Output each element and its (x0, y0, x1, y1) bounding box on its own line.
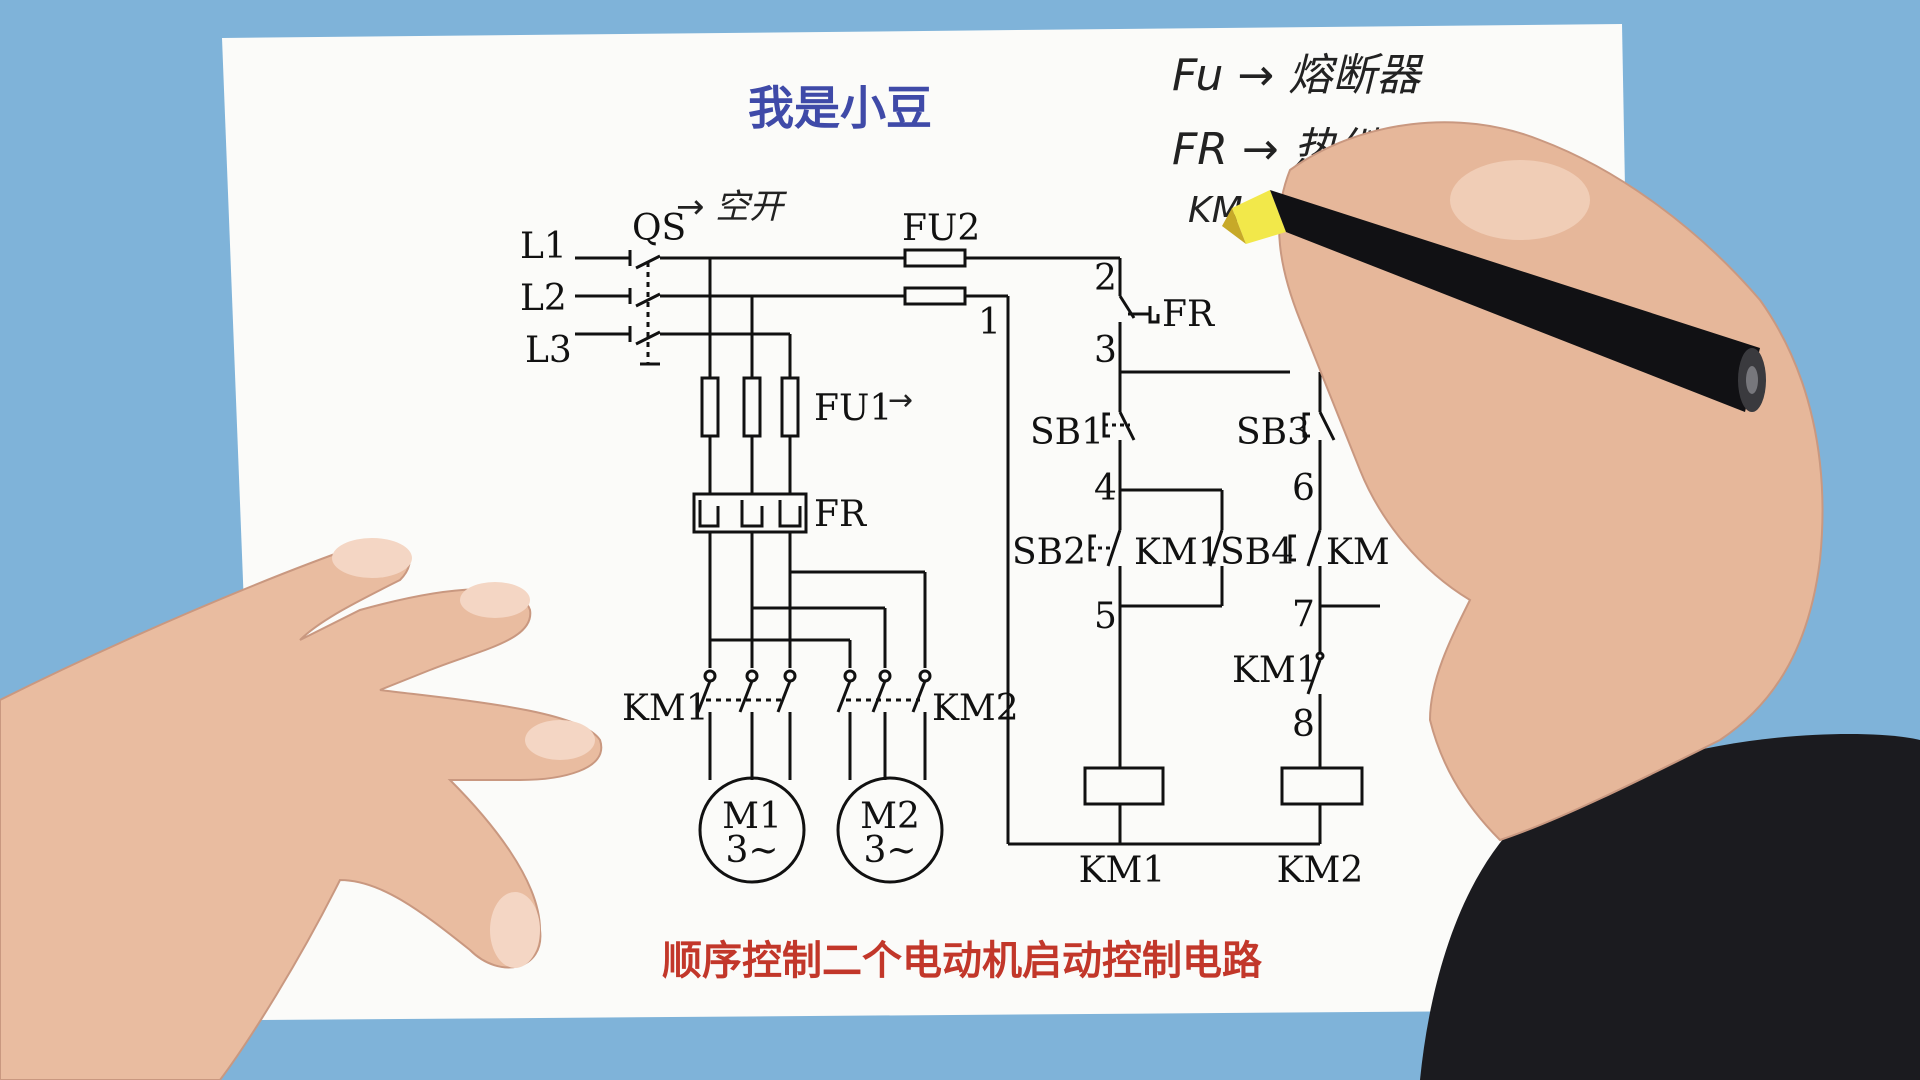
motor-m1 (698, 776, 806, 884)
node-1: 1 (978, 302, 1001, 343)
node-3: 3 (1094, 330, 1117, 371)
node-2: 2 (1094, 258, 1117, 299)
left-hand (0, 538, 603, 1080)
main-circuit (575, 248, 1095, 884)
label-l2: L2 (520, 278, 567, 319)
label-phase1: 3~ (725, 830, 778, 871)
label-l1: L1 (520, 226, 567, 267)
label-fu2: FU2 (902, 208, 980, 249)
circuit-labels: L1 L2 L3 QS FU2 FU1 FR KM1 KM2 M1 3~ M2 … (520, 208, 1390, 891)
label-phase2: 3~ (863, 830, 916, 871)
label-sb3: SB3 (1236, 412, 1310, 453)
note-fu1: → (888, 383, 913, 418)
node-4: 4 (1094, 468, 1117, 509)
label-km1-aux: KM1 (1134, 532, 1221, 573)
label-sb2: SB2 (1012, 532, 1086, 573)
label-l3: L3 (525, 330, 572, 371)
label-km2-main: KM2 (932, 688, 1019, 729)
pen (1222, 190, 1766, 412)
diagram-title: 我是小豆 (748, 81, 932, 135)
note-line1: Fu → 熔断器 (1172, 50, 1424, 101)
right-hand (1278, 121, 1920, 1080)
label-km2-aux: KM (1326, 532, 1390, 573)
node-8: 8 (1292, 704, 1315, 745)
node-7: 7 (1292, 594, 1315, 635)
label-sb1: SB1 (1030, 412, 1104, 453)
label-coil1: KM1 (1079, 850, 1166, 891)
label-sb4: SB4 (1220, 532, 1294, 573)
control-circuit (1006, 256, 1380, 846)
motor-m2 (836, 776, 944, 884)
note-qs: → 空开 (676, 187, 787, 227)
label-fu1: FU1 (814, 388, 892, 429)
diagram-caption: 顺序控制二个电动机启动控制电路 (662, 938, 1263, 984)
label-km1-aux2: KM1 (1232, 650, 1319, 691)
label-fr-ctrl: FR (1162, 294, 1215, 335)
label-m1: M1 (722, 796, 782, 837)
node-5: 5 (1094, 596, 1117, 637)
node-6: 6 (1292, 468, 1315, 509)
label-fr-main: FR (814, 494, 867, 535)
label-km1-main: KM1 (622, 688, 709, 729)
label-qs: QS (632, 208, 686, 249)
label-m2: M2 (860, 796, 920, 837)
label-coil2: KM2 (1277, 850, 1364, 891)
